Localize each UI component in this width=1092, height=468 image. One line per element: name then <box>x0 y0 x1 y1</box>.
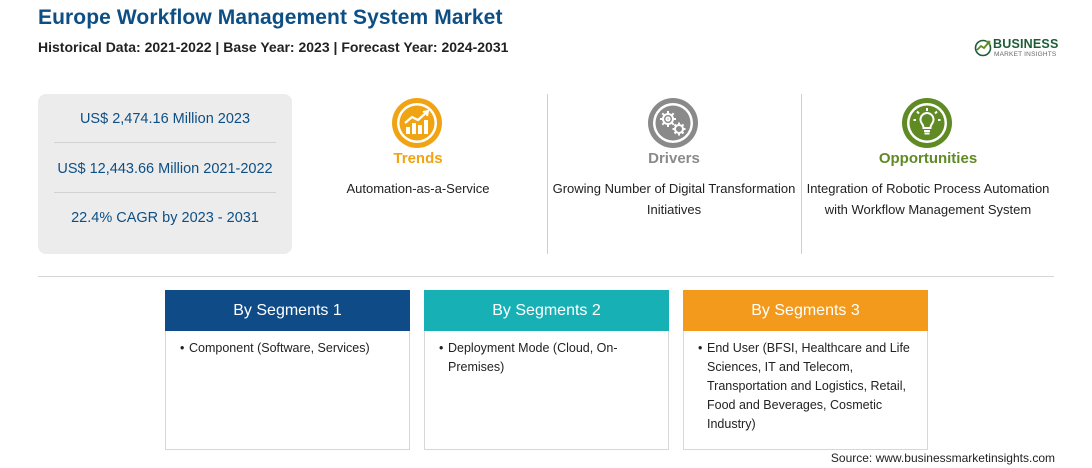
market-stats-panel: US$ 2,474.16 Million 2023 US$ 12,443.66 … <box>38 94 292 254</box>
segment-card-3: By Segments 3 • End User (BFSI, Healthca… <box>683 290 928 450</box>
segment-2-header: By Segments 2 <box>424 290 669 331</box>
divider <box>54 142 276 143</box>
lightbulb-icon <box>902 98 952 148</box>
segment-1-header: By Segments 1 <box>165 290 410 331</box>
logo-word: BUSINESS <box>993 37 1059 51</box>
logo-globe-icon <box>974 39 992 57</box>
gears-icon <box>648 98 698 148</box>
bullet-icon: • <box>698 341 703 355</box>
opportunities-title: Opportunities <box>878 150 978 167</box>
drivers-title: Drivers <box>648 150 700 167</box>
source-note: Source: www.businessmarketinsights.com <box>830 451 1055 465</box>
segment-2-list: • Deployment Mode (Cloud, On-Premises) <box>439 339 661 377</box>
business-market-insights-logo: BUSINESS MARKET INSIGHTS <box>974 34 1062 64</box>
segment-3-item: End User (BFSI, Healthcare and Life Scie… <box>707 341 910 431</box>
column-divider <box>547 94 548 254</box>
growth-chart-icon <box>392 98 442 148</box>
segment-1-item: Component (Software, Services) <box>189 341 370 355</box>
opportunities-text: Integration of Robotic Process Automatio… <box>806 181 1050 217</box>
page-title: Europe Workflow Management System Market <box>38 6 503 29</box>
section-divider <box>38 276 1054 277</box>
bullet-icon: • <box>439 341 444 355</box>
column-divider <box>801 94 802 254</box>
page-subtitle: Historical Data: 2021-2022 | Base Year: … <box>38 39 509 55</box>
stat-market-size-2023: US$ 2,474.16 Million 2023 <box>79 111 251 127</box>
stat-market-size-historical: US$ 12,443.66 Million 2021-2022 <box>57 161 273 177</box>
drivers-text: Growing Number of Digital Transformation… <box>552 181 796 217</box>
bullet-icon: • <box>180 341 185 355</box>
segment-card-2: By Segments 2 • Deployment Mode (Cloud, … <box>424 290 669 450</box>
divider <box>54 192 276 193</box>
trends-text: Automation-as-a-Service <box>346 181 490 196</box>
stat-cagr: 22.4% CAGR by 2023 - 2031 <box>71 210 259 226</box>
segment-card-1: By Segments 1 • Component (Software, Ser… <box>165 290 410 450</box>
segment-1-list: • Component (Software, Services) <box>180 339 402 358</box>
trends-title: Trends <box>393 150 443 167</box>
segment-3-list: • End User (BFSI, Healthcare and Life Sc… <box>698 339 920 434</box>
logo-sub: MARKET INSIGHTS <box>994 51 1057 58</box>
segment-3-header: By Segments 3 <box>683 290 928 331</box>
segment-2-item: Deployment Mode (Cloud, On-Premises) <box>448 341 618 374</box>
